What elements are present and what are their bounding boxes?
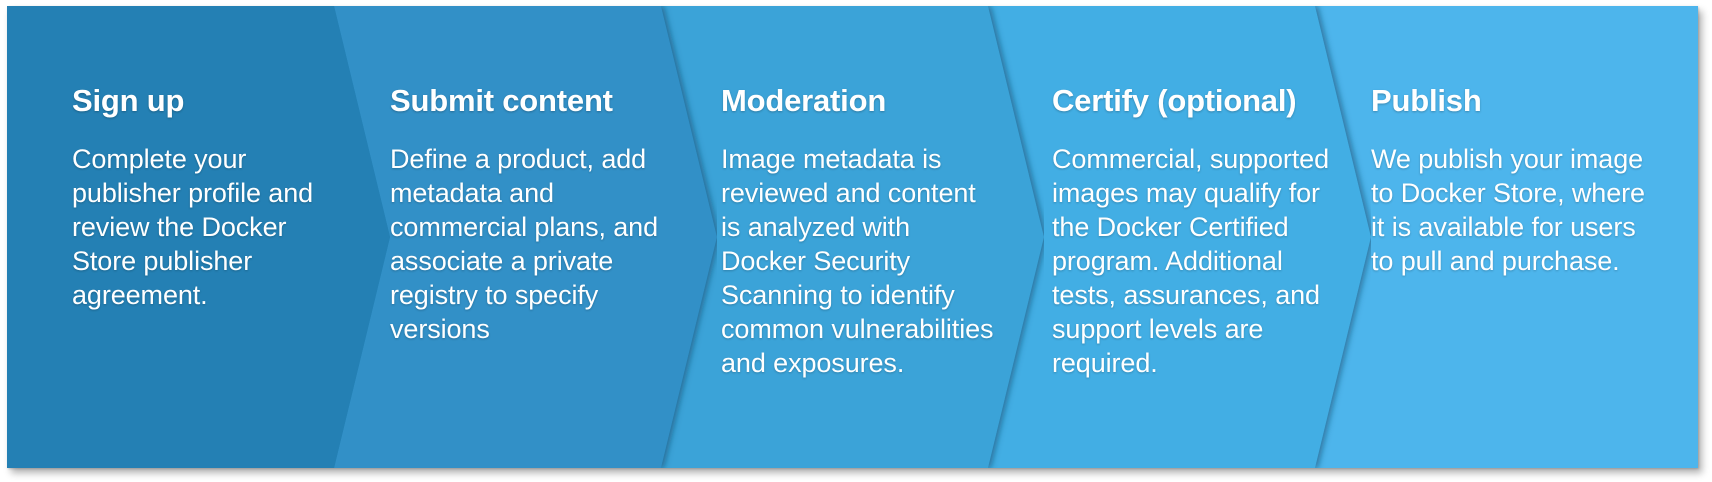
step-body-certify-optional: Commercial, supported images may qualify…	[1052, 144, 1330, 378]
process-step-sign-up: Sign up Complete your publisher profile a…	[7, 6, 390, 468]
step-content-publish: Publish We publish your image to Docker S…	[1371, 6, 1656, 468]
step-title-sign-up: Sign up	[72, 83, 185, 118]
step-body-moderation: Image metadata is reviewed and content i…	[721, 144, 994, 378]
process-step-publish: Publish We publish your image to Docker S…	[1315, 6, 1698, 468]
step-content-certify-optional: Certify (optional) Commercial, supported …	[1052, 6, 1329, 468]
step-body-sign-up: Complete your publisher profile and revi…	[72, 144, 314, 310]
chevron-shape-moderation	[661, 6, 1044, 468]
step-title-moderation: Moderation	[721, 83, 887, 118]
step-title-submit-content: Submit content	[390, 83, 613, 118]
step-content-sign-up: Sign up Complete your publisher profile a…	[72, 6, 348, 468]
chevron-shape-publish	[1315, 6, 1698, 468]
step-body-publish: We publish your image to Docker Store, w…	[1371, 144, 1645, 276]
title-body-spacer	[1052, 118, 1329, 142]
step-body-submit-content: Define a product, add metadata and comme…	[390, 144, 659, 344]
chevron-group: Sign up Complete your publisher profile a…	[7, 6, 1698, 468]
title-body-spacer	[721, 118, 1002, 142]
process-flow-diagram: Sign up Complete your publisher profile a…	[7, 6, 1698, 468]
chevron-shape-certify-optional	[988, 6, 1371, 468]
title-body-spacer	[72, 118, 348, 142]
step-title-publish: Publish	[1371, 83, 1482, 118]
title-body-spacer	[390, 118, 675, 142]
step-title-certify-optional: Certify (optional)	[1052, 83, 1297, 118]
process-step-certify-optional: Certify (optional) Commercial, supported …	[988, 6, 1371, 468]
chevron-shape-sign-up	[7, 6, 390, 468]
chevron-shape-submit-content	[334, 6, 717, 468]
title-body-spacer	[1371, 118, 1656, 142]
